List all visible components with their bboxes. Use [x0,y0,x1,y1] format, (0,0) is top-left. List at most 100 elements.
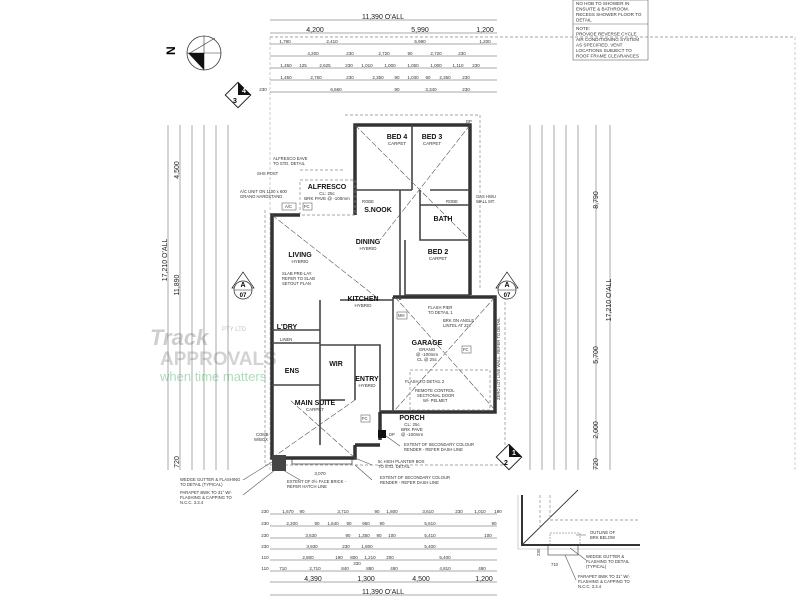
note-brk-angle: BRK ON ANGLE [443,318,474,323]
room-garage-finish: GRANO [419,347,436,352]
elevation-number: 3 [233,98,237,105]
dim-top: 230 [346,75,354,80]
dim-bottom: 3,630 [305,533,317,538]
dim-bottom: 90 [491,521,497,526]
dim-bottom: 90 [346,521,352,526]
note-gas-hwu: GAS HWU [476,194,496,199]
note-ac-unit: GRANO HARDSTAND [240,194,282,199]
note-face-brick: EXTENT OF 0½ FACE BRICK - [287,479,347,484]
note-ac-line: AIR CONDITIONING SYSTEM [576,37,639,42]
dim-top: 2,720 [430,51,442,56]
dim-bottom: 2,710 [309,566,321,571]
dim-bottom: 5,400 [424,544,436,549]
dim-top: 1,010 [361,63,373,68]
dim-top: 4,200 [306,27,324,34]
elevation-number: 2 [504,460,508,467]
detail-note: FLASHING TO DETAIL [586,559,630,564]
dim-bottom: 710 [279,566,287,571]
dim-bottom: 100 [484,533,492,538]
dim-right-overall: 17,210 O'ALL [606,279,613,322]
dim-top: 125 [299,63,307,68]
dim-top: 230 [458,51,466,56]
top-dimensions: 11,390 O'ALL 4,200 5,990 1,200 1,790 2,4… [259,14,497,93]
room-entry-finish: HYBRID [358,383,376,388]
dim-top: 2,750 [310,75,322,80]
dim-bottom: 1,350 [358,533,370,538]
dim-bottom-overall: 11,390 O'ALL [362,589,404,596]
dim-bottom: 110 [261,555,269,560]
dim-bottom: 200 [386,555,394,560]
dim-top: 230 [259,87,267,92]
dim-bottom: 100 [388,533,396,538]
note-gas-hwu: WALL MT. [476,199,495,204]
note-ac-line: LOCATIONS SUBJECT TO [576,48,632,53]
note-wedge-gutter: WEDGE GUTTER & FLASHING [180,477,240,482]
fc-label: FC [463,347,469,352]
note-remote-door: REMOTE CONTROL [415,388,455,393]
dim-bottom: 230 [342,544,350,549]
dim-bottom: 2,200 [286,521,298,526]
room-garage-extra: CL @ 25c [417,357,438,362]
dim-bottom: 490 [390,566,398,571]
dim-bottom: 1,210 [364,555,376,560]
dim-bottom: 1,800 [361,544,373,549]
fc-label: FC [304,204,310,209]
note-ac-line: AS SPECIFIED. VENT [576,43,623,48]
fixture-labels: LINEN ROBE ROBE FC A/C MH FC FC DP DP CO… [254,119,472,476]
note-ac-unit: A/C UNIT ON 1100 x 600 [240,189,288,194]
detail-dim: 230 [536,548,541,556]
linen-label: LINEN [280,337,292,342]
room-garage-extra: @ -100mm [416,352,439,357]
dim-top: 3,340 [425,87,437,92]
dim-top: 1,000 [384,63,396,68]
room-bed2-finish: CARPET [429,256,448,261]
note-ac-line: PROVIDE REVERSE CYCLE [576,32,637,37]
dim-top: 6,560 [330,87,342,92]
dim-bottom: 1,670 [282,509,294,514]
dim-bottom: 90 [299,509,305,514]
parapet-detail: OUTLINE OF BRK BELOW WEDGE GUTTER & FLAS… [517,489,640,589]
dim-bottom: 190 [335,555,343,560]
hatch-brick [272,455,286,471]
dim-bottom: 230 [261,509,269,514]
note-remote-door: SECTIONAL DOOR [417,393,454,398]
planter-box [291,457,353,465]
note-planter: TO STD. DETAIL [378,464,411,469]
detail-note: BRK BELOW [590,535,615,540]
dim-top: 2,350 [439,75,451,80]
elevation-marker-top: 4 3 [224,81,252,109]
note-shower-line: DETAIL [576,18,592,23]
dim-left-overall: 17,210 O'ALL [162,239,169,282]
dim-top: 5,990 [414,39,426,44]
dim-bottom: 90 [314,521,320,526]
dim-top: 1,450 [280,63,292,68]
dim-top: 1,110 [453,63,464,68]
alfresco-outline [299,179,356,216]
room-main-suite-finish: CARPET [306,407,325,412]
dim-bottom: 5,400 [439,555,451,560]
dim-top: 90 [425,75,431,80]
room-living: LIVING [288,252,312,259]
dim-left: 4,500 [174,161,181,179]
room-porch-extra: BRK PAVE [401,427,423,432]
note-wedge-gutter: TO DETAIL (TYPICAL) [180,482,223,487]
comb-wbox-label: COMB [256,432,269,437]
note-shower-line: NO HOB TO SHOWER IN [576,1,629,6]
right-dimensions: 17,210 O'ALL 8,790 5,700 2,000 720 [529,125,613,470]
dim-bottom: 840 [341,566,349,571]
dim-top: 230 [462,87,470,92]
section-sheet: 07 [240,293,247,299]
dim-bottom: 1,640 [327,521,339,526]
detail-note: PARAPET BWK TO 31° W/- [578,574,630,579]
room-main-suite: MAIN SUITE [295,400,336,407]
room-garage: GARAGE [412,340,443,347]
watermark-text: APPROVALS [160,349,277,370]
dim-right: 8,790 [593,191,600,209]
room-bed4: BED 4 [387,134,408,141]
dim-top: 2,350 [372,75,384,80]
dim-top: 230 [472,63,480,68]
dim-bottom: 90 [345,533,351,538]
dim-bottom-main: 1,300 [357,576,375,583]
dim-top: 1,790 [279,39,291,44]
ac-label: A/C [285,204,292,209]
